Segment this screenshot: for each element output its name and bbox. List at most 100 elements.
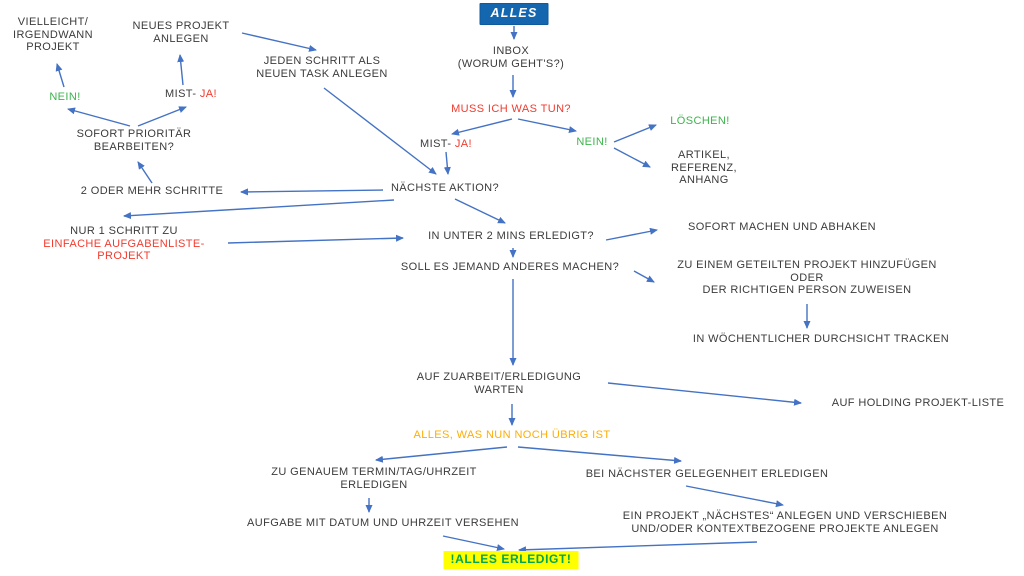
node-line: MUSS ICH WAS TUN? bbox=[451, 103, 571, 116]
node-line: SOLL ES JEMAND ANDERES MACHEN? bbox=[401, 261, 619, 274]
node-loeschen: LÖSCHEN! bbox=[670, 115, 729, 128]
node-line: PROJEKT bbox=[13, 41, 93, 54]
arrow-naechste-aktion-to-in-unter-2-mins-erledigt bbox=[454, 198, 506, 224]
node-auf-holding-projekt-liste: AUF HOLDING PROJEKT-LISTE bbox=[832, 397, 1005, 410]
node-text: AUFGABE MIT DATUM UND UHRZEIT VERSEHEN bbox=[247, 517, 519, 529]
node-soll-es-jemand-anderes-machen: SOLL ES JEMAND ANDERES MACHEN? bbox=[401, 261, 619, 274]
node-text: IRGENDWANN bbox=[13, 28, 93, 41]
node-aufgabe-datum-uhrzeit: AUFGABE MIT DATUM UND UHRZEIT VERSEHEN bbox=[247, 517, 519, 530]
node-line: EINFACHE AUFGABENLISTE- bbox=[43, 238, 204, 251]
node-line: INBOX bbox=[458, 45, 564, 58]
node-text: EINFACHE AUFGABENLISTE- bbox=[43, 237, 205, 250]
node-text: ANHANG bbox=[679, 174, 729, 186]
node-text: NEUES PROJEKT bbox=[132, 20, 230, 32]
node-line: WARTEN bbox=[417, 384, 581, 397]
arrow-jeden-schritt-als-task-to-naechste-aktion bbox=[323, 87, 437, 175]
node-mist-ja-links: MIST- JA! bbox=[165, 88, 217, 101]
arrow-neues-projekt-anlegen-to-jeden-schritt-als-task bbox=[241, 32, 317, 52]
node-line: PROJEKT bbox=[43, 250, 204, 263]
node-line: MIST- JA! bbox=[165, 88, 217, 101]
arrow-zwei-oder-mehr-schritte-to-sofort-prioritaer-bearbeiten bbox=[137, 161, 153, 184]
node-line: SOFORT PRIORITÄR bbox=[77, 128, 192, 141]
node-line: ALLES bbox=[491, 7, 538, 20]
node-text: !ALLES ERLEDIGT! bbox=[450, 552, 572, 566]
arrow-naechste-aktion-to-nur-ein-schritt bbox=[123, 199, 395, 220]
node-text: NEUEN TASK ANLEGEN bbox=[256, 67, 388, 80]
node-line: UND/ODER KONTEXTBEZOGENE PROJEKTE ANLEGE… bbox=[623, 523, 947, 536]
node-line: BEI NÄCHSTER GELEGENHEIT ERLEDIGEN bbox=[586, 468, 829, 481]
arrow-aufgabe-datum-uhrzeit-to-alles-erledigt bbox=[442, 535, 505, 551]
arrow-muss-ich-was-tun-to-mist-ja-mitte bbox=[451, 118, 513, 136]
node-line: NEUEN TASK ANLEGEN bbox=[256, 68, 388, 81]
node-text: AUF HOLDING PROJEKT-LISTE bbox=[831, 397, 1005, 409]
node-text: LÖSCHEN! bbox=[670, 115, 730, 127]
node-text: ZU GENAUEM TERMIN/TAG/UHRZEIT bbox=[271, 466, 477, 478]
node-line: BEARBEITEN? bbox=[77, 141, 192, 154]
node-line: IRGENDWANN bbox=[13, 29, 93, 42]
arrow-bei-naechster-gelegenheit-to-projekt-naechstes-anlegen bbox=[685, 485, 784, 508]
node-text: BEARBEITEN? bbox=[93, 140, 175, 153]
node-text: UND/ODER KONTEXTBEZOGENE PROJEKTE ANLEGE… bbox=[631, 522, 939, 535]
node-text: NEIN! bbox=[49, 91, 81, 103]
node-line: JEDEN SCHRITT ALS bbox=[256, 55, 388, 68]
node-text: NÄCHSTE AKTION? bbox=[390, 182, 500, 194]
node-line: IN WÖCHENTLICHER DURCHSICHT TRACKEN bbox=[693, 333, 949, 346]
node-naechste-aktion: NÄCHSTE AKTION? bbox=[391, 182, 499, 195]
node-line: AUF HOLDING PROJEKT-LISTE bbox=[832, 397, 1005, 410]
node-text: (WORUM GEHT'S?) bbox=[457, 57, 565, 70]
node-line: EIN PROJEKT „NÄCHSTES“ ANLEGEN UND VERSC… bbox=[623, 510, 947, 523]
node-text: EIN PROJEKT „NÄCHSTES“ ANLEGEN UND VERSC… bbox=[622, 510, 948, 522]
node-text: JEDEN SCHRITT ALS bbox=[263, 55, 381, 67]
arrow-nein-links-to-vielleicht-irgendwann-projekt bbox=[55, 63, 65, 88]
node-text: REFERENZ, bbox=[671, 161, 737, 174]
arrow-nur-ein-schritt-to-in-unter-2-mins-erledigt bbox=[227, 234, 404, 244]
arrow-soll-es-jemand-anderes-machen-to-geteiltes-projekt-zuweisen bbox=[633, 270, 655, 283]
arrow-nein-mitte-to-loeschen bbox=[613, 124, 657, 143]
node-nein-mitte: NEIN! bbox=[576, 136, 607, 149]
arrow-auf-zuarbeit-warten-to-auf-holding-projekt-liste bbox=[607, 382, 802, 406]
arrow-muss-ich-was-tun-to-nein-mitte bbox=[517, 118, 577, 134]
node-in-unter-2-mins-erledigt: IN UNTER 2 MINS ERLEDIGT? bbox=[428, 230, 594, 243]
arrow-naechste-aktion-to-zwei-oder-mehr-schritte bbox=[240, 188, 384, 196]
node-line: ALLES, WAS NUN NOCH ÜBRIG IST bbox=[414, 429, 611, 442]
node-line: NEUES PROJEKT bbox=[133, 20, 230, 33]
node-text: ARTIKEL, bbox=[678, 149, 730, 161]
node-line: ARTIKEL, bbox=[671, 149, 737, 162]
node-text: ERLEDIGEN bbox=[340, 478, 408, 491]
node-text: MIST- bbox=[420, 138, 455, 150]
node-projekt-naechstes-anlegen: EIN PROJEKT „NÄCHSTES“ ANLEGEN UND VERSC… bbox=[623, 510, 947, 535]
node-alles-erledigt: !ALLES ERLEDIGT! bbox=[443, 551, 579, 569]
arrow-nein-mitte-to-artikel-referenz-anhang bbox=[613, 147, 651, 168]
node-text: ALLES, WAS NUN NOCH ÜBRIG IST bbox=[413, 429, 611, 441]
node-text: ODER bbox=[790, 271, 824, 284]
node-line: MIST- JA! bbox=[420, 138, 472, 151]
arrow-projekt-naechstes-anlegen-to-alles-erledigt bbox=[518, 541, 758, 554]
node-line: AUF ZUARBEIT/ERLEDIGUNG bbox=[417, 371, 581, 384]
node-text: SOFORT MACHEN UND ABHAKEN bbox=[687, 221, 877, 233]
node-line: ERLEDIGEN bbox=[271, 479, 477, 492]
node-mist-ja-mitte: MIST- JA! bbox=[420, 138, 472, 151]
node-woechentliche-durchsicht-tracken: IN WÖCHENTLICHER DURCHSICHT TRACKEN bbox=[693, 333, 949, 346]
node-text: INBOX bbox=[492, 45, 530, 57]
node-sofort-machen-und-abhaken: SOFORT MACHEN UND ABHAKEN bbox=[688, 221, 876, 234]
node-line: NÄCHSTE AKTION? bbox=[391, 182, 499, 195]
node-text: WARTEN bbox=[474, 383, 524, 396]
arrow-sofort-prioritaer-bearbeiten-to-nein-links bbox=[67, 107, 131, 127]
node-zwei-oder-mehr-schritte: 2 ODER MEHR SCHRITTE bbox=[81, 185, 223, 198]
node-text: ANLEGEN bbox=[153, 32, 209, 45]
node-text: NEIN! bbox=[576, 136, 608, 148]
node-text: ZU EINEM GETEILTEN PROJEKT HINZUFÜGEN bbox=[677, 259, 937, 271]
node-line: ZU EINEM GETEILTEN PROJEKT HINZUFÜGEN bbox=[677, 259, 936, 272]
arrow-sofort-prioritaer-bearbeiten-to-mist-ja-links bbox=[137, 106, 187, 127]
node-line: NEIN! bbox=[576, 136, 607, 149]
arrow-alles-was-uebrig-ist-to-zu-genauem-termin-erledigen bbox=[375, 446, 508, 463]
node-line: REFERENZ, bbox=[671, 162, 737, 175]
node-line: ODER bbox=[677, 272, 936, 285]
arrow-mist-ja-mitte-to-naechste-aktion bbox=[443, 151, 451, 175]
